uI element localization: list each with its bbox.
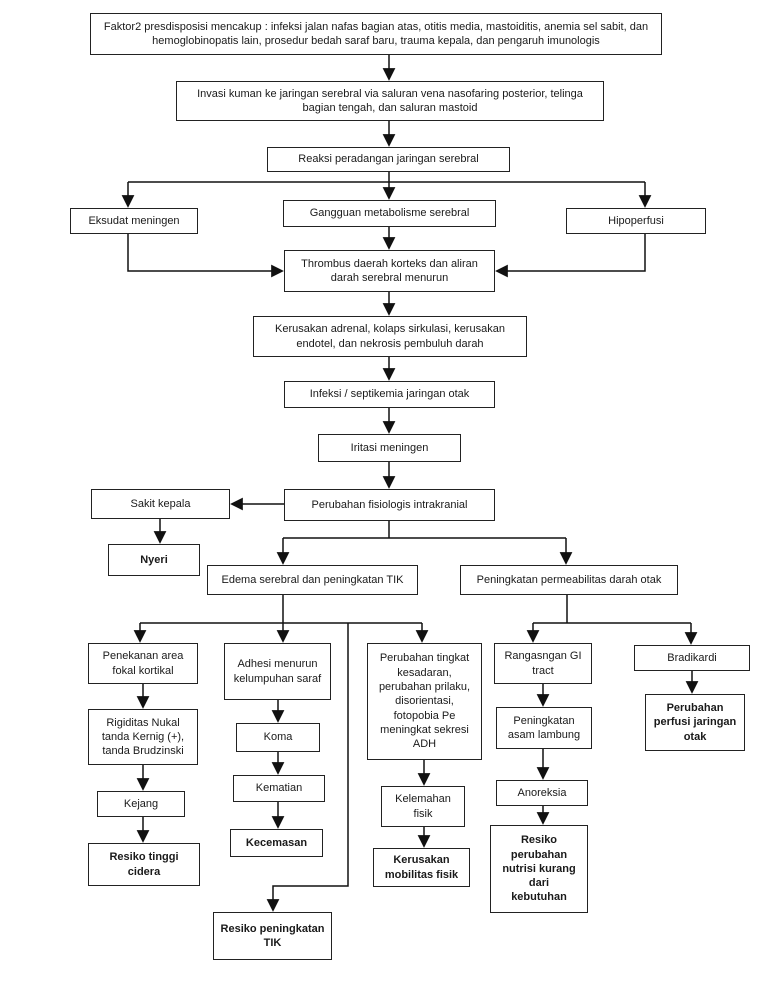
flow-node-kelemahan-fisik: Kelemahan fisik [381, 786, 465, 827]
flow-node-nyeri: Nyeri [108, 544, 200, 576]
flow-node-perubahan-perfusi: Perubahan perfusi jaringan otak [645, 694, 745, 751]
flow-connector-7 [127, 234, 284, 278]
flow-node-kerusakan-mobilitas: Kerusakan mobilitas fisik [373, 848, 470, 887]
flow-node-rangasngan-gi: Rangasngan GI tract [494, 643, 592, 684]
flow-node-edema-serebral: Edema serebral dan peningkatan TIK [207, 565, 418, 595]
flow-node-adhesi-menurun: Adhesi menurun kelumpuhan saraf [224, 643, 331, 700]
flow-node-sakit-kepala: Sakit kepala [91, 489, 230, 519]
flow-node-invasi-kuman: Invasi kuman ke jaringan serebral via sa… [176, 81, 604, 121]
flow-node-faktor-presdisposisi: Faktor2 presdisposisi mencakup : infeksi… [90, 13, 662, 55]
flow-node-infeksi-septikemia: Infeksi / septikemia jaringan otak [284, 381, 495, 408]
flow-node-bradikardi: Bradikardi [634, 645, 750, 671]
flow-node-anoreksia: Anoreksia [496, 780, 588, 806]
flow-node-kematian: Kematian [233, 775, 325, 802]
flow-node-thrombus: Thrombus daerah korteks dan aliran darah… [284, 250, 495, 292]
flow-node-peningkatan-asam: Peningkatan asam lambung [496, 707, 592, 749]
flow-node-perubahan-tingkat: Perubahan tingkat kesadaran, perubahan p… [367, 643, 482, 760]
flow-node-resiko-tinggi-cidera: Resiko tinggi cidera [88, 843, 200, 886]
flow-node-iritasi-meningen: Iritasi meningen [318, 434, 461, 462]
flow-node-kerusakan-adrenal: Kerusakan adrenal, kolaps sirkulasi, ker… [253, 316, 527, 357]
flow-connector-9 [495, 234, 646, 278]
flow-node-koma: Koma [236, 723, 320, 752]
flow-node-eksudat-meningen: Eksudat meningen [70, 208, 198, 234]
flow-node-rigiditas-nukal: Rigiditas Nukal tanda Kernig (+), tanda … [88, 709, 198, 765]
flow-node-hipoperfusi: Hipoperfusi [566, 208, 706, 234]
flow-node-resiko-nutrisi: Resiko perubahan nutrisi kurang dari keb… [490, 825, 588, 913]
flow-node-reaksi-peradangan: Reaksi peradangan jaringan serebral [267, 147, 510, 172]
flow-node-penekanan-area: Penekanan area fokal kortikal [88, 643, 198, 684]
flow-node-resiko-peningkatan-tik: Resiko peningkatan TIK [213, 912, 332, 960]
flow-node-perubahan-fisiologis: Perubahan fisiologis intrakranial [284, 489, 495, 521]
flow-node-kecemasan: Kecemasan [230, 829, 323, 857]
flow-node-kejang: Kejang [97, 791, 185, 817]
flow-node-peningkatan-permeabilitas: Peningkatan permeabilitas darah otak [460, 565, 678, 595]
flow-node-gangguan-metabolisme: Gangguan metabolisme serebral [283, 200, 496, 227]
